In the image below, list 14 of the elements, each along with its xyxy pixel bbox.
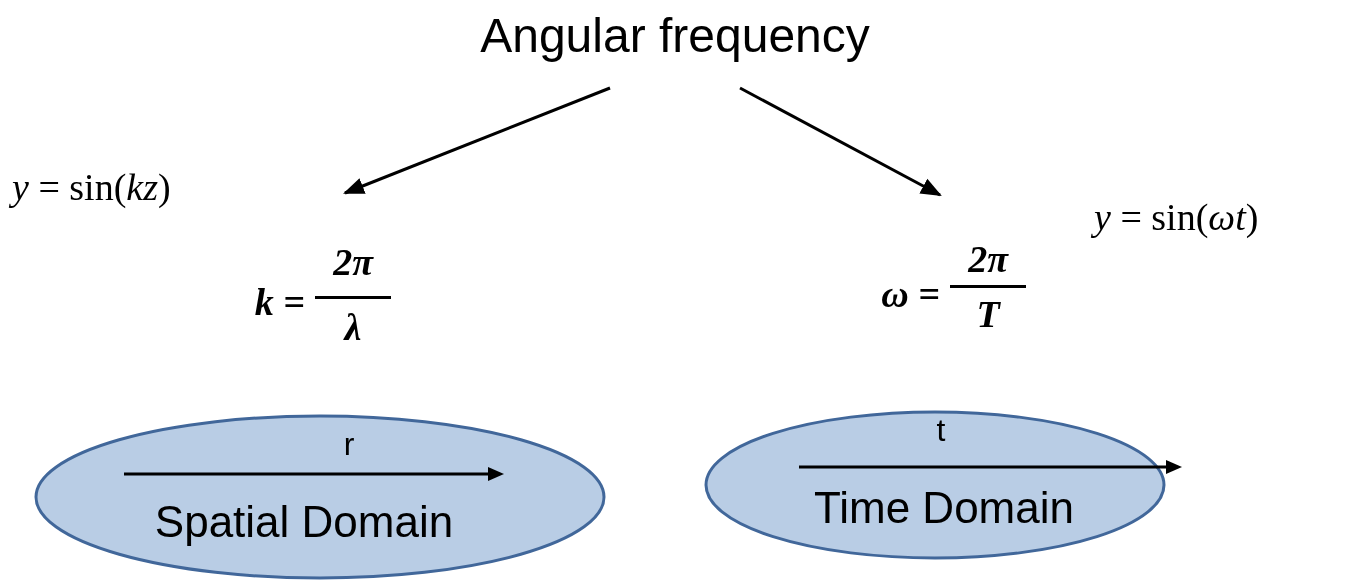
arrow bbox=[739, 86, 942, 197]
axis-label: t bbox=[935, 414, 947, 446]
formula-denominator: T bbox=[975, 295, 1002, 333]
formula-text: k = bbox=[253, 283, 305, 321]
domain-ellipse bbox=[34, 414, 606, 580]
axis-label: r bbox=[342, 428, 356, 460]
domain-label: Time Domain bbox=[813, 486, 1075, 530]
formula-numerator: 2π bbox=[967, 240, 1010, 278]
formula-numerator: 2π bbox=[332, 243, 375, 281]
arrow bbox=[343, 86, 611, 195]
formula-text: ω = bbox=[880, 275, 940, 313]
domain-label: Spatial Domain bbox=[153, 500, 455, 544]
formula-denominator: λ bbox=[342, 308, 363, 346]
title-text: Angular frequency bbox=[479, 12, 871, 60]
